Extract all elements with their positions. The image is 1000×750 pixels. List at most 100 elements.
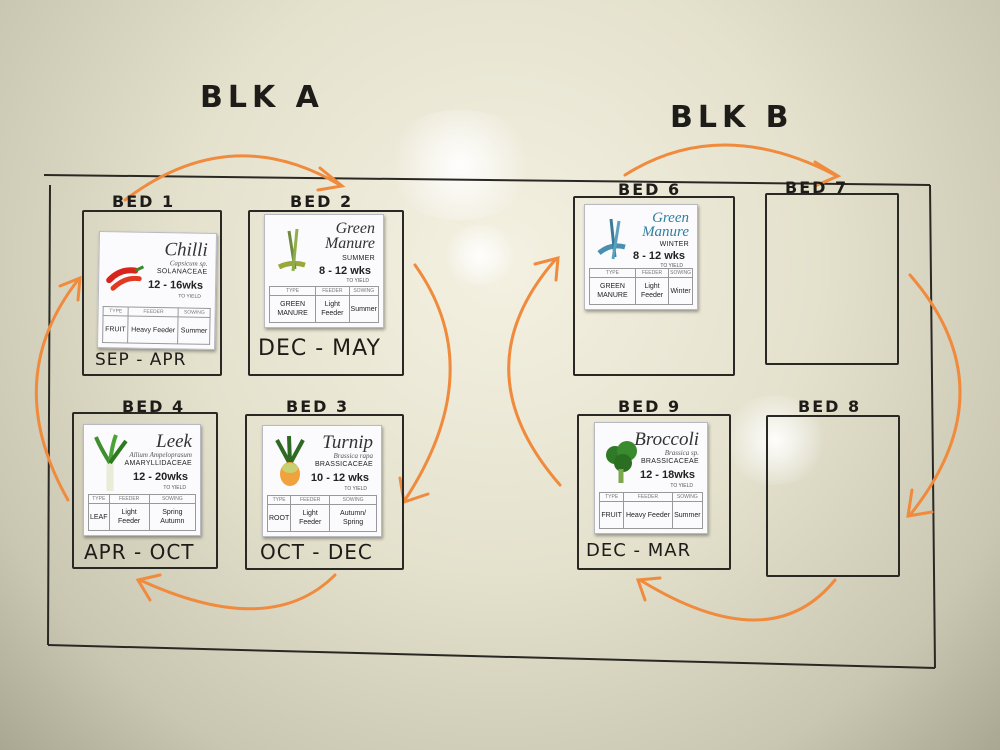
cell-sowing: Autumn/ Spring — [329, 504, 377, 532]
bed2-label: BED 2 — [290, 192, 354, 211]
card-weeks: 10 - 12 wks — [310, 472, 369, 484]
card-family: WINTER — [659, 241, 689, 248]
cell-feeder: Heavy Feeder — [127, 316, 179, 344]
header-sowing: SOWING — [668, 268, 693, 278]
arrow-bed6-to-bed7 — [623, 143, 837, 177]
card-name: Turnip — [322, 432, 373, 453]
header-feeder: FEEDER — [623, 492, 673, 502]
block-a-label: BLK A — [200, 80, 324, 115]
bed1-label: BED 1 — [112, 192, 176, 211]
cell-sowing: Winter — [668, 277, 693, 305]
crop-card-broccoli[interactable]: Broccoli Brassica sp. BRASSICACEAE 12 - … — [594, 422, 708, 534]
card-latin: Capsicum sp. — [169, 259, 208, 268]
header-sowing: SOWING — [148, 494, 197, 504]
arrow-bed3-to-bed4 — [138, 573, 337, 611]
card-family: SUMMER — [342, 255, 375, 262]
bed2-season: DEC - MAY — [258, 336, 381, 361]
header-feeder: FEEDER — [634, 268, 670, 278]
header-type: TYPE — [268, 286, 317, 296]
bed8-box — [766, 415, 900, 577]
arrow-bed7-to-bed8 — [908, 273, 962, 517]
crop-card-green-manure-winter[interactable]: Green Manure WINTER 8 - 12 wks TO YIELD … — [584, 204, 698, 310]
bed9-box — [577, 414, 731, 570]
cell-type: FRUIT — [102, 315, 129, 343]
block-b-label: BLK B — [670, 100, 794, 135]
card-yield: TO YIELD — [178, 293, 201, 300]
bed1-box — [82, 210, 222, 376]
arrow-bed8-to-bed9 — [638, 578, 837, 622]
header-type: TYPE — [88, 494, 110, 504]
card-yield: TO YIELD — [346, 278, 369, 284]
bed9-label: BED 9 — [618, 397, 682, 416]
bed3-season: OCT - DEC — [260, 540, 373, 564]
header-feeder: FEEDER — [108, 494, 150, 504]
card-family: BRASSICACEAE — [640, 458, 699, 465]
crop-card-leek[interactable]: Leek Allium Ampeloprasum AMARYLLIDACEAE … — [83, 424, 201, 536]
cell-sowing: Summer — [671, 501, 704, 529]
cell-type: LEAF — [88, 503, 110, 531]
crop-card-turnip[interactable]: Turnip Brassica rapa BRASSICACEAE 10 - 1… — [262, 425, 382, 537]
outer-frame-bottom — [47, 644, 936, 669]
leek-icon — [94, 434, 128, 491]
cell-feeder: Light Feeder — [634, 277, 670, 305]
cell-feeder: Heavy Feeder — [623, 501, 673, 529]
header-sowing: SOWING — [329, 495, 377, 505]
cell-type: FRUIT — [598, 501, 625, 529]
header-type: TYPE — [103, 306, 129, 317]
cell-type: ROOT — [266, 504, 292, 532]
bed4-label: BED 4 — [122, 397, 186, 416]
card-family: BRASSICACEAE — [314, 461, 373, 468]
bed1-season: SEP - APR — [95, 350, 187, 370]
outer-frame-left — [47, 184, 51, 646]
card-weeks: 8 - 12 wks — [319, 265, 371, 277]
bed4-season: APR - OCT — [84, 540, 195, 564]
card-weeks: 12 - 16wks — [147, 278, 204, 292]
bed9-season: DEC - MAR — [586, 540, 692, 561]
card-family: AMARYLLIDACEAE — [124, 460, 192, 467]
cell-feeder: Light Feeder — [290, 504, 331, 532]
bed4-box — [72, 412, 218, 569]
chilli-icon — [106, 265, 145, 291]
turnip-icon — [275, 435, 305, 486]
bed3-box — [245, 414, 404, 570]
bed6-label: BED 6 — [618, 180, 682, 199]
header-sowing: SOWING — [348, 286, 380, 296]
card-yield: TO YIELD — [660, 263, 683, 269]
green-manure-icon — [597, 218, 626, 260]
header-type: TYPE — [598, 492, 625, 502]
arrow-bed2-to-bed3 — [403, 263, 452, 502]
bed7-box — [765, 193, 899, 365]
card-name: Green Manure — [642, 210, 689, 240]
card-yield: TO YIELD — [344, 486, 367, 492]
green-manure-icon — [277, 228, 306, 272]
crop-card-chilli[interactable]: Chilli Capsicum sp. SOLANACEAE 12 - 16wk… — [96, 230, 218, 351]
card-weeks: 8 - 12 wks — [633, 250, 685, 262]
bed6-box — [573, 196, 735, 376]
arrow-bed9-to-bed6 — [507, 258, 562, 487]
header-feeder: FEEDER — [290, 495, 331, 505]
broccoli-icon — [606, 441, 637, 483]
card-yield: TO YIELD — [670, 483, 693, 489]
header-sowing: SOWING — [671, 492, 704, 502]
card-name: Broccoli — [634, 429, 699, 450]
card-name: Green Manure — [324, 220, 375, 252]
card-yield: TO YIELD — [163, 485, 186, 491]
crop-card-green-manure-summer[interactable]: Green Manure SUMMER 8 - 12 wks TO YIELD … — [264, 214, 384, 328]
cell-sowing: Summer — [178, 316, 211, 345]
arrow-bed1-to-bed2 — [123, 154, 342, 202]
card-weeks: 12 - 20wks — [132, 471, 188, 483]
outer-frame-right — [929, 184, 936, 669]
card-family: SOLANACEAE — [156, 267, 208, 276]
header-type: TYPE — [266, 495, 292, 505]
card-latin: Brassica sp. — [664, 449, 699, 457]
cell-sowing: Spring Autumn — [148, 503, 197, 531]
header-feeder: FEEDER — [315, 286, 350, 296]
bed7-label: BED 7 — [785, 178, 849, 197]
